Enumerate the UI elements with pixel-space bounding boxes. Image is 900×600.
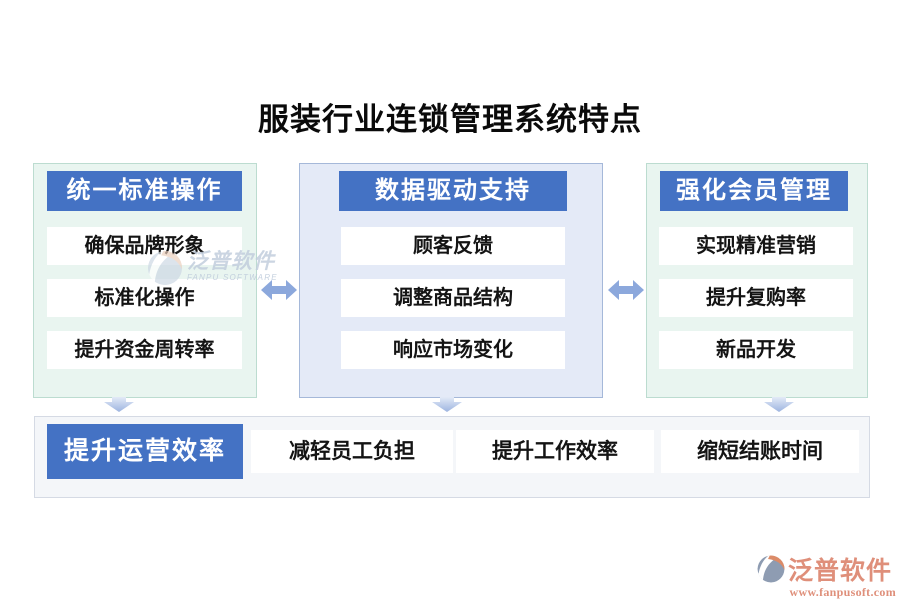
- column-header: 强化会员管理: [660, 171, 848, 211]
- column-item: 顾客反馈: [341, 227, 565, 265]
- bottom-band: 提升运营效率 减轻员工负担 提升工作效率 缩短结账时间: [34, 416, 870, 498]
- down-arrow-icon: [432, 397, 462, 412]
- feature-column-standards: 统一标准操作 确保品牌形象 标准化操作 提升资金周转率: [33, 163, 257, 398]
- footer-brand: 泛普软件: [788, 558, 893, 585]
- column-item: 调整商品结构: [341, 279, 565, 317]
- column-header: 数据驱动支持: [339, 171, 567, 211]
- band-header: 提升运营效率: [47, 424, 243, 479]
- down-arrow-icon: [104, 397, 134, 412]
- footer-brand-lockup: 泛普软件 www.fanpusoft.com: [756, 551, 896, 600]
- fanpu-logo-icon: [757, 555, 785, 583]
- column-item: 新品开发: [659, 331, 853, 369]
- column-header: 统一标准操作: [47, 171, 242, 211]
- band-item: 提升工作效率: [456, 430, 654, 473]
- column-item: 提升复购率: [659, 279, 853, 317]
- column-item: 实现精准营销: [659, 227, 853, 265]
- band-item: 缩短结账时间: [661, 430, 859, 473]
- down-arrow-icon: [764, 397, 794, 412]
- footer-website: www.fanpusoft.com: [789, 585, 896, 599]
- column-item: 提升资金周转率: [47, 331, 242, 369]
- feature-column-data: 数据驱动支持 顾客反馈 调整商品结构 响应市场变化: [299, 163, 603, 398]
- footer-brand-row: 泛普软件: [756, 551, 896, 587]
- feature-column-members: 强化会员管理 实现精准营销 提升复购率 新品开发: [646, 163, 868, 398]
- column-item: 标准化操作: [47, 279, 242, 317]
- column-item: 响应市场变化: [341, 331, 565, 369]
- diagram-title: 服装行业连锁管理系统特点: [258, 102, 642, 137]
- left-right-arrow-icon: [608, 280, 644, 300]
- column-item: 确保品牌形象: [47, 227, 242, 265]
- left-right-arrow-icon: [261, 280, 297, 300]
- band-item: 减轻员工负担: [251, 430, 453, 473]
